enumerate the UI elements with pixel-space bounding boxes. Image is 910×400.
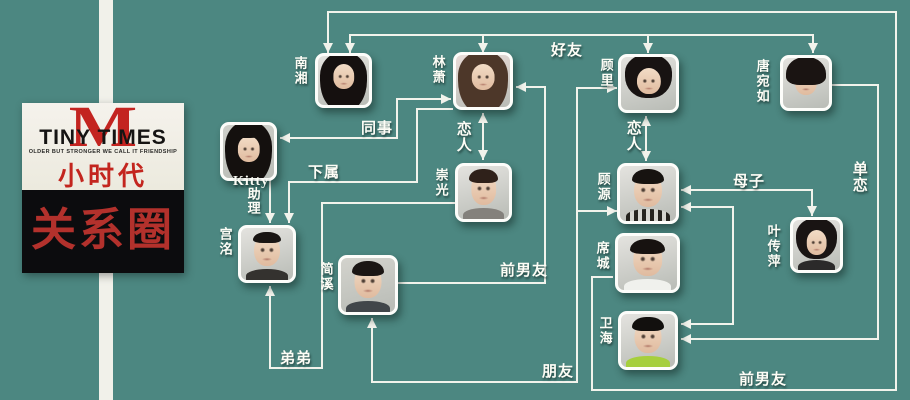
photo-jianxi <box>338 255 398 315</box>
name-tangwanru: 唐宛如 <box>754 59 770 104</box>
arrow-up-jianxi <box>367 318 377 328</box>
avatar-shirt <box>623 278 672 290</box>
avatar-face <box>237 136 260 162</box>
avatar-face <box>636 67 661 95</box>
poster-tagline: OLDER BUT STRONGER WE CALL IT FRIENDSHIP <box>28 149 178 155</box>
line-qiannanyou-xicheng <box>327 11 897 391</box>
label-lianren-linxiao-chongguang: 恋人 <box>454 121 472 153</box>
avatar-hair <box>632 316 664 332</box>
label-didi: 弟弟 <box>280 350 313 367</box>
photo-nanxiang <box>315 53 372 108</box>
name-guli: 顾里 <box>598 58 614 88</box>
label-danlian: 单恋 <box>850 161 868 193</box>
avatar-face <box>806 230 827 255</box>
banner-text: 关系圈 <box>30 204 175 255</box>
photo-guyuan <box>617 163 679 224</box>
avatar-hair <box>468 168 499 184</box>
poster-title-cn: 小时代 <box>57 161 148 190</box>
arrow-down-chongguang-lianren <box>478 150 488 160</box>
label-xiashu: 下属 <box>308 164 341 181</box>
name-kitty: Kitty <box>233 174 270 189</box>
arrow-down-guli <box>643 43 653 53</box>
arrow-right-linxiao <box>441 94 451 104</box>
arrow-left-kitty <box>280 133 290 143</box>
photo-weihai <box>618 311 678 370</box>
heels-m-logo-icon: M <box>68 103 138 159</box>
label-qiannanyou-xicheng: 前男友 <box>739 371 788 388</box>
avatar-face <box>332 64 355 89</box>
name-weihai: 卫海 <box>597 316 613 346</box>
label-haoyou: 好友 <box>551 42 584 59</box>
avatar-shirt <box>797 259 836 270</box>
label-zhuli: 助理 <box>245 187 261 215</box>
name-chongguang: 崇光 <box>433 168 449 198</box>
name-jianxi: 简溪 <box>318 262 334 292</box>
avatar-shirt <box>246 269 288 280</box>
avatar-shirt <box>626 355 670 367</box>
line-qiannanyou-jianxi <box>398 86 546 284</box>
line-guyuan-weihai <box>681 206 734 325</box>
name-yechuanping: 叶传萍 <box>765 224 781 269</box>
photo-tangwanru <box>780 55 832 111</box>
avatar-hair <box>786 58 826 85</box>
arrow-left-guyuan-weihai <box>681 202 691 212</box>
name-gongming: 宫洺 <box>217 227 233 257</box>
arrow-down-tangwanru <box>808 43 818 53</box>
arrow-right-guyuan-pengyou <box>607 206 617 216</box>
arrow-down-gongming-xiashu <box>284 213 294 223</box>
poster-banner: 关系圈 <box>22 190 184 273</box>
arrow-left-linxiao-qiannanyou <box>516 82 526 92</box>
photo-linxiao <box>453 52 513 110</box>
avatar-hair <box>252 231 282 244</box>
arrow-down-nanxiang-outer <box>323 43 333 53</box>
arrow-down-nanxiang <box>345 43 355 53</box>
arrow-up-linxiao-lianren <box>478 113 488 123</box>
line-xiashu <box>288 108 453 223</box>
photo-xicheng <box>615 233 680 293</box>
line-didi <box>269 202 455 369</box>
avatar-face <box>471 63 495 90</box>
label-qiannanyou-jianxi: 前男友 <box>500 262 549 279</box>
line-muzi <box>681 189 813 216</box>
avatar-hair <box>352 260 384 276</box>
avatar-shirt <box>346 300 390 312</box>
avatar-hair <box>631 168 665 185</box>
arrow-right-guli-pengyou <box>607 83 617 93</box>
arrow-up-gongming-didi <box>265 286 275 296</box>
poster-top: M TINY TIMES OLDER BUT STRONGER WE CALL … <box>22 103 184 190</box>
photo-gongming <box>238 225 296 283</box>
label-lianren-guli-guyuan: 恋人 <box>624 120 642 152</box>
arrow-down-gongming-zhuli <box>265 213 275 223</box>
photo-chongguang <box>455 163 512 222</box>
name-xicheng: 席城 <box>594 241 610 271</box>
photo-kitty <box>220 122 277 181</box>
photo-guli <box>618 54 679 113</box>
photo-yechuanping <box>790 217 843 273</box>
avatar-shirt <box>625 209 671 221</box>
arrow-left-guyuan-muzi <box>681 185 691 195</box>
arrow-down-linxiao <box>478 43 488 53</box>
name-nanxiang: 南湘 <box>292 56 308 86</box>
arrow-up-guli-lianren <box>641 116 651 126</box>
tiny-times-poster: M TINY TIMES OLDER BUT STRONGER WE CALL … <box>22 103 184 273</box>
avatar-shirt <box>463 207 504 219</box>
avatar-hair <box>630 238 665 254</box>
arrow-down-yechuanping <box>807 206 817 216</box>
line-danlian <box>681 84 879 340</box>
poster-title-en: TINY TIMES <box>39 126 167 149</box>
line-pengyou <box>371 87 617 383</box>
label-muzi: 母子 <box>733 173 766 190</box>
label-tongshi: 同事 <box>361 120 394 137</box>
arrow-left-weihai-guyuan <box>681 319 691 329</box>
avatar-bangs <box>232 128 265 138</box>
name-linxiao: 林萧 <box>430 55 446 85</box>
arrow-down-guyuan-lianren <box>641 151 651 161</box>
label-pengyou: 朋友 <box>542 363 575 380</box>
arrow-left-weihai-danlian <box>681 334 691 344</box>
line-tongshi <box>280 98 451 139</box>
name-guyuan: 顾源 <box>595 172 611 202</box>
